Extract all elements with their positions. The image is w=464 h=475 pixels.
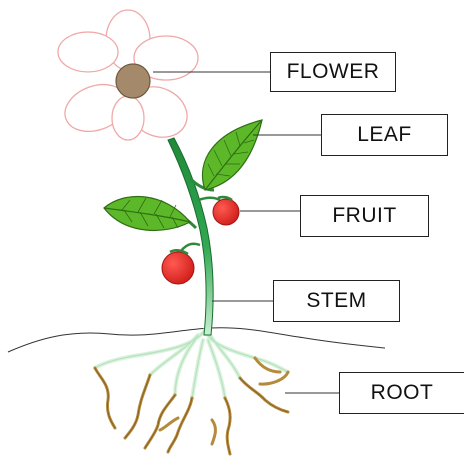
label-root: ROOT [339, 372, 464, 414]
lower-fruit [162, 252, 194, 284]
label-flower: FLOWER [270, 52, 396, 92]
label-leaf: LEAF [321, 114, 448, 156]
flower [58, 10, 198, 146]
root-system [95, 330, 288, 454]
flower-center [116, 64, 150, 98]
upper-fruit [213, 199, 239, 225]
label-fruit: FRUIT [300, 195, 429, 237]
label-stem: STEM [273, 280, 400, 322]
lower-leaf [104, 196, 190, 230]
upper-leaf [202, 120, 262, 190]
